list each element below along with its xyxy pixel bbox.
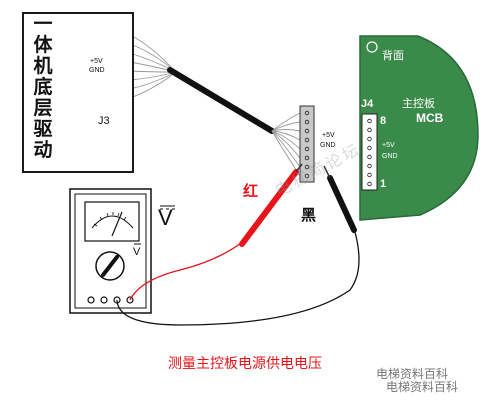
j4-pin-bottom: 1 — [380, 178, 387, 190]
left-fanout-wires — [129, 34, 173, 99]
j4-pin-top: 8 — [380, 115, 387, 127]
j4-5v-label: +5V — [382, 142, 395, 149]
j4-label: J4 — [361, 98, 374, 110]
selector-pointer — [101, 255, 119, 277]
mcb-board — [359, 35, 479, 221]
dc-voltage-small-label: V — [133, 246, 141, 258]
black-test-lead — [116, 231, 360, 326]
meter-needle — [111, 211, 123, 237]
meter-jacks — [87, 296, 134, 304]
red-probe — [239, 169, 299, 247]
black-probe-label: 黑 — [301, 206, 317, 224]
drive-board — [22, 12, 134, 173]
brand-line-1: 电梯资料百科 — [376, 367, 449, 381]
mcb-mount-hole — [366, 41, 378, 53]
mcb-back-label: 背面 — [382, 49, 404, 62]
j4-connector — [361, 113, 378, 191]
j3-gnd-label: GND — [89, 67, 105, 74]
mid-gnd-label: GND — [320, 142, 336, 149]
dc-symbol — [134, 205, 175, 245]
right-fanout-wires — [271, 112, 301, 177]
red-probe-label: 红 — [243, 182, 259, 200]
mid-connector — [299, 105, 315, 183]
mid-pins — [304, 110, 310, 179]
drive-board-title: 一体机底层驱动 — [33, 13, 53, 161]
j4-gnd-label: GND — [382, 153, 398, 160]
brand-line-2: 电梯资料百科 — [386, 380, 459, 394]
diagram-caption: 测量主控板电源供电电压 — [168, 356, 322, 372]
mcb-code-label: MCB — [416, 111, 444, 125]
j3-label: J3 — [98, 115, 110, 127]
black-probe — [327, 175, 357, 233]
black-probe-tip — [323, 165, 331, 179]
dc-voltage-label: V — [158, 205, 173, 230]
mcb-name-label: 主控板 — [402, 97, 435, 110]
harness-cable — [167, 67, 275, 134]
red-probe-tip — [295, 163, 303, 173]
multimeter-inner — [74, 193, 147, 309]
brand-watermark: 电梯资料百科 电梯资料百科 — [376, 368, 458, 394]
mid-5v-label: +5V — [322, 132, 335, 139]
meter-ticks — [93, 212, 127, 227]
j3-5v-label: +5V — [90, 58, 103, 65]
j4-pins — [367, 118, 372, 187]
red-test-lead — [129, 239, 246, 301]
